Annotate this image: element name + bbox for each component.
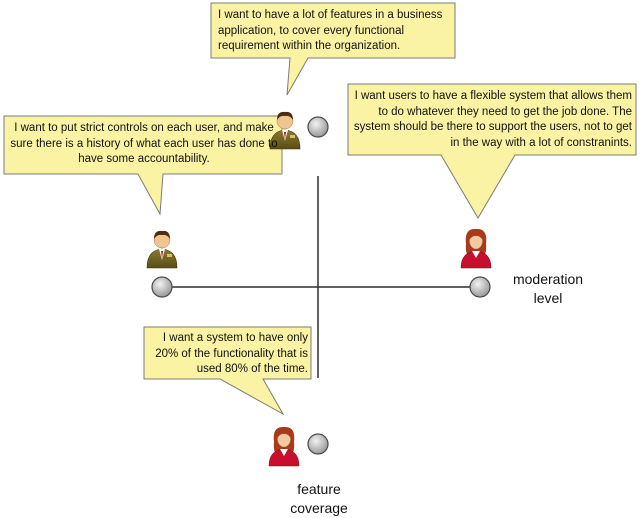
quote-top-features: I want to have a lot of features in a bu… [218,9,443,52]
speech-bubble-bottom [143,326,312,416]
node-right [469,276,491,298]
speech-bubble-right [347,83,637,219]
axis-label-line: feature [297,481,341,497]
businesswoman-icon [268,426,300,467]
axis-label-line: moderation [512,271,584,287]
axis-label-feature-coverage: feature coverage [269,480,369,518]
axis-label-moderation-level: moderation level [498,270,598,308]
axis-label-line: coverage [290,500,348,516]
quote-bottom-minimal: I want a system to have only 20% of the … [155,332,308,375]
quote-right-flexible: I want users to have a flexible system t… [353,90,632,149]
node-left [151,276,173,298]
businesswoman-icon [460,228,492,269]
speech-bubble-top [210,2,456,96]
axis-label-line: level [533,290,563,306]
node-bottom [307,433,329,455]
node-top [307,116,329,138]
businessman-icon [269,111,301,150]
quote-left-controls: I want to put strict controls on each us… [10,122,278,165]
businessman-icon [146,230,178,269]
